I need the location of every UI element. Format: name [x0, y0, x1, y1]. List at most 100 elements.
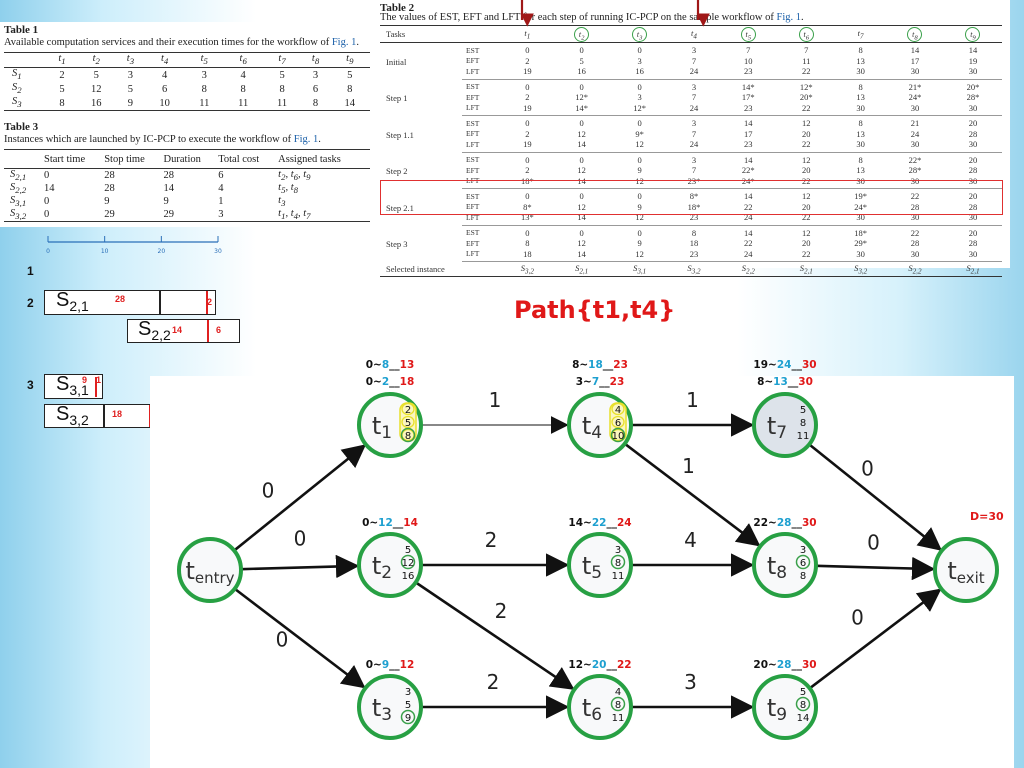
table2-cell: 20 [968, 154, 978, 165]
node-lft: 30 [802, 517, 817, 529]
tables-1-3-sheet: Table 1 Available computation services a… [0, 22, 374, 227]
table2-cell: 30 [943, 102, 1002, 116]
table2-header-cell: Tasks [380, 25, 462, 43]
table2-cell: 24 [668, 66, 720, 80]
table2-cell: 22 [777, 212, 836, 226]
table2-cell: 9 [637, 201, 642, 212]
table2-cell: 0 [579, 154, 584, 165]
table2-cell: 13 [856, 128, 865, 139]
node-est: 19~ [753, 359, 776, 371]
table2-cell: 30 [885, 212, 944, 226]
table2-metric-label: EST [466, 118, 480, 128]
table2-cell: 3 [637, 92, 642, 103]
table2-selected-cell: S2,1 [575, 262, 589, 276]
table3-cell: 3 [218, 209, 224, 221]
node-label-base: t [582, 412, 591, 440]
node-option-time: 3 [615, 545, 621, 556]
node-lft: 23 [610, 376, 625, 388]
table2-cell: 0 [525, 81, 530, 92]
node-sep: __ [606, 659, 617, 671]
node-texit[interactable]: texit [933, 537, 999, 603]
table3-cell: 29 [104, 209, 115, 221]
table3-cell: 9 [163, 196, 169, 208]
table2-cell: 20 [802, 201, 811, 212]
table2-cell: 0 [525, 154, 530, 165]
table2-cell: 30 [835, 139, 886, 153]
node-time-label-1: 0~12__14 [362, 517, 418, 529]
table2-cell: 0 [637, 45, 642, 56]
table1-header-cell: t3 [116, 52, 145, 68]
node-label: t9 [767, 694, 787, 725]
node-tentry[interactable]: tentry [177, 537, 243, 603]
node-option-time: 8 [615, 700, 621, 711]
node-est: 0~ [366, 359, 382, 371]
edge-weight-t9-texit: 0 [851, 606, 864, 630]
edge-tentry-t2 [240, 554, 360, 579]
table2-step-label: Step 2 [386, 166, 408, 177]
table3-cell: 0 [44, 196, 50, 208]
node-label-sub: 3 [381, 705, 392, 725]
table1-cell: 2 [59, 69, 65, 81]
instance-bar-s22[interactable] [127, 319, 240, 343]
table3-cell: t5, t8 [278, 182, 298, 196]
path-title: Path{t1,t4} [514, 296, 676, 324]
instance-bar-s21[interactable] [44, 290, 216, 315]
table2-cell: 10 [744, 55, 753, 66]
table2-header-cell: t2 [552, 25, 611, 43]
table2-cell: 13 [856, 92, 865, 103]
edge-weight-t1-t4: 1 [489, 388, 502, 412]
table1-header-cell: t1 [48, 52, 77, 68]
table1-cell: 5 [279, 69, 285, 81]
s22-start-mark: 14 [172, 325, 183, 335]
table2-header-cell: t3 [610, 25, 669, 43]
table2-cell: 30 [835, 102, 886, 116]
node-option-time: 11 [612, 571, 625, 582]
node-time-label-1: 19~24__30 [753, 359, 816, 371]
table1-cell: 10 [159, 97, 170, 109]
table2-cell: 3 [691, 81, 697, 92]
instance-bar-s31[interactable] [44, 374, 103, 399]
table2-fig-link[interactable]: Fig. 1 [776, 12, 802, 23]
node-option-time: 16 [402, 571, 415, 582]
table2-cell: 28 [968, 165, 978, 176]
node-option-time: 12 [402, 558, 415, 569]
node-eft: 7 [592, 376, 599, 388]
table2-cell: 3 [691, 118, 697, 129]
edge-weight-t2-t5: 2 [485, 528, 498, 552]
node-option-time: 14 [797, 713, 810, 724]
node-time-label-1: 14~22__24 [568, 517, 631, 529]
s22-sub: 2,2 [151, 327, 171, 343]
node-eft: 24 [777, 359, 792, 371]
node-eft: 18 [588, 359, 603, 371]
table2-cell: 14 [744, 191, 753, 202]
table1-cell: 16 [90, 97, 102, 109]
node-sep: __ [606, 517, 617, 529]
arrowed-task-t4: t4 [668, 25, 720, 43]
table3-fig-link[interactable]: Fig. 1 [293, 134, 319, 145]
table3-cell: 1 [218, 196, 224, 208]
table2-cell: 30 [885, 66, 944, 80]
table2-cell: 14 [552, 248, 611, 262]
circled-task-t5: t5 [740, 26, 756, 42]
s21-stop-mark: 28 [115, 294, 126, 304]
table1-header-cell: t7 [262, 52, 302, 68]
node-label: t6 [582, 694, 602, 725]
node-option-time: 10 [612, 431, 625, 442]
s31-sub: 3,1 [69, 382, 89, 398]
table2-selected-cell: S3,1 [633, 262, 647, 276]
table2-cell: 20 [802, 238, 811, 249]
table3-cell: t1, t4, t7 [278, 208, 311, 222]
table1-fig-link[interactable]: Fig. 1 [331, 37, 357, 48]
